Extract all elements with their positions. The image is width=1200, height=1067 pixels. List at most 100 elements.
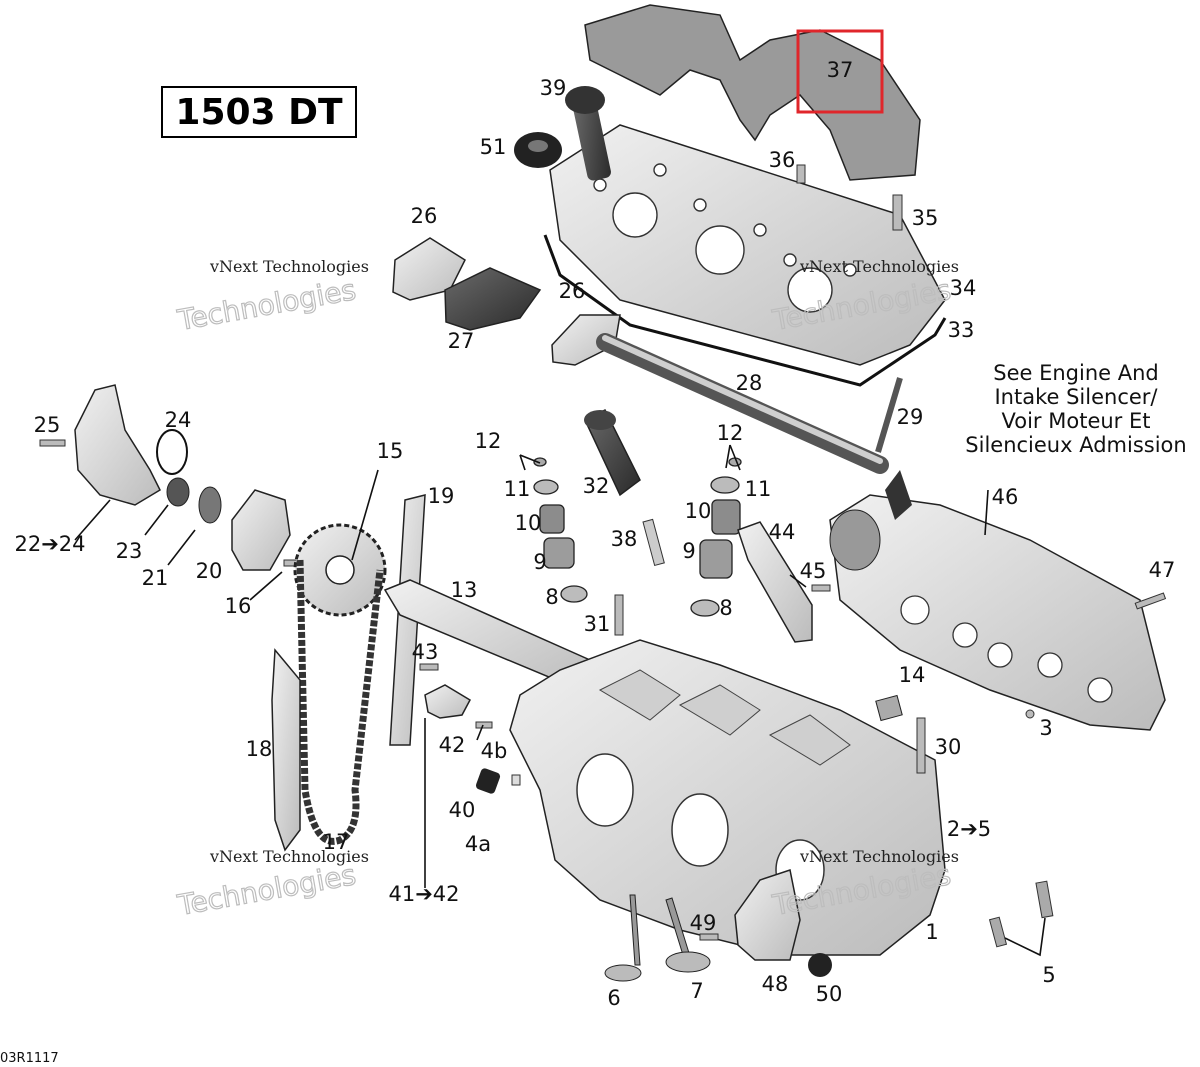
callout-33: 33 [948,318,975,342]
exhaust-manifold-part [829,494,1166,731]
callout-2-5: 2➔5 [947,817,991,841]
callout-26b: 26 [559,279,586,303]
cylinder-head-part [509,639,946,956]
see-engine-note: See Engine And Intake Silencer/ Voir Mot… [965,361,1186,457]
callout-8b: 8 [719,596,732,620]
screw-45-part [811,584,831,592]
callout-8a: 8 [545,585,558,609]
screw-49-part [699,933,719,941]
screw-47-part [1134,592,1167,610]
rocker-shaft-highlight [602,335,883,464]
valve-cover-part [549,124,946,366]
callout-18: 18 [246,737,273,761]
callout-40: 40 [449,798,476,822]
heat-shield-part [584,4,921,181]
callout-27: 27 [448,329,475,353]
callout-1: 1 [925,920,938,944]
bracket-44-part [737,521,813,643]
callout-23: 23 [116,539,143,563]
bolt-29-part [875,377,903,453]
valve-train-left-stack [533,457,588,603]
callout-37: 37 [827,58,854,82]
dowel-pin-5a-part [988,916,1008,948]
callout-10a: 10 [515,511,542,535]
cylinder-head-cam-pockets [598,669,851,766]
svg-text:vNext Technologies: vNext Technologies [209,847,369,866]
callout-labels: 37 39 51 36 35 26 34 33 26 27 28 29 25 2… [14,58,1175,1010]
screw-35-part [892,194,903,231]
callout-34: 34 [950,276,977,300]
callout-24: 24 [165,408,192,432]
callout-14: 14 [899,663,926,687]
callout-19: 19 [428,484,455,508]
callout-28: 28 [736,371,763,395]
callout-44: 44 [769,520,796,544]
callout-29: 29 [897,405,924,429]
callout-22-24: 22➔24 [14,532,85,556]
screw-25-part [39,439,66,447]
washer-21-part [198,486,222,524]
callout-9a: 9 [533,550,546,574]
watermark-bottom-left: Technologies vNext Technologies [174,847,369,923]
dowel-pin-5b-part [1035,880,1054,919]
rocker-arm-27-part [444,267,542,331]
callout-47: 47 [1149,558,1176,582]
spark-plug-tube-top [584,410,616,430]
spark-plug-part [642,518,665,567]
timing-chain-part [296,559,384,845]
gasket-48-part [734,869,801,961]
screw-30-part [916,717,926,774]
svg-text:Voir Moteur Et: Voir Moteur Et [1002,409,1151,433]
callout-39: 39 [540,76,567,100]
valve-cover-holes [593,163,857,313]
chain-guide-19-part [389,494,426,746]
callout-9b: 9 [682,539,695,563]
callout-30: 30 [935,735,962,759]
callout-35: 35 [912,206,939,230]
svg-text:Silencieux Admission: Silencieux Admission [965,433,1186,457]
plate-14-part [875,694,903,722]
valve-cover-gasket [543,234,947,387]
callout-48: 48 [762,972,789,996]
sprocket-hub [325,555,355,585]
callout-36: 36 [769,148,796,172]
screw-31-part [614,594,624,636]
callout-4b: 4b [481,739,508,763]
callout-42: 42 [439,733,466,757]
callout-46: 46 [992,485,1019,509]
plug-4b-part [475,721,493,729]
callout-26a: 26 [411,204,438,228]
oil-filler-cap-part [573,99,611,181]
callout-21: 21 [142,566,169,590]
rocker-shaft-part [596,333,889,474]
callout-5: 5 [1042,963,1055,987]
valve-6-head [604,964,642,982]
plug-50-part [808,953,832,977]
callout-31: 31 [584,612,611,636]
svg-text:Intake Silencer/: Intake Silencer/ [994,385,1158,409]
callout-43: 43 [412,640,439,664]
screw-36-part [796,164,806,184]
seal-23-part [166,477,190,507]
highlight-box-37 [796,29,884,114]
callout-7: 7 [690,979,703,1003]
o-ring-24-part [156,429,188,475]
valve-7-head [665,951,711,973]
callout-13: 13 [451,578,478,602]
oil-filler-cap-top [565,86,605,114]
callout-38: 38 [611,527,638,551]
callout-4a: 4a [465,832,491,856]
leader-lines [74,444,1046,957]
manifold-pipe [885,470,912,520]
svg-text:vNext Technologies: vNext Technologies [209,257,369,276]
callout-51: 51 [480,135,507,159]
callout-6: 6 [607,986,620,1010]
grommet-hole [528,140,548,152]
model-title-box [161,86,357,138]
callout-41-42: 41➔42 [388,882,459,906]
callout-17: 17 [323,830,350,854]
callout-49: 49 [690,911,717,935]
callout-16: 16 [225,594,252,618]
plug-4a-part [511,774,521,786]
